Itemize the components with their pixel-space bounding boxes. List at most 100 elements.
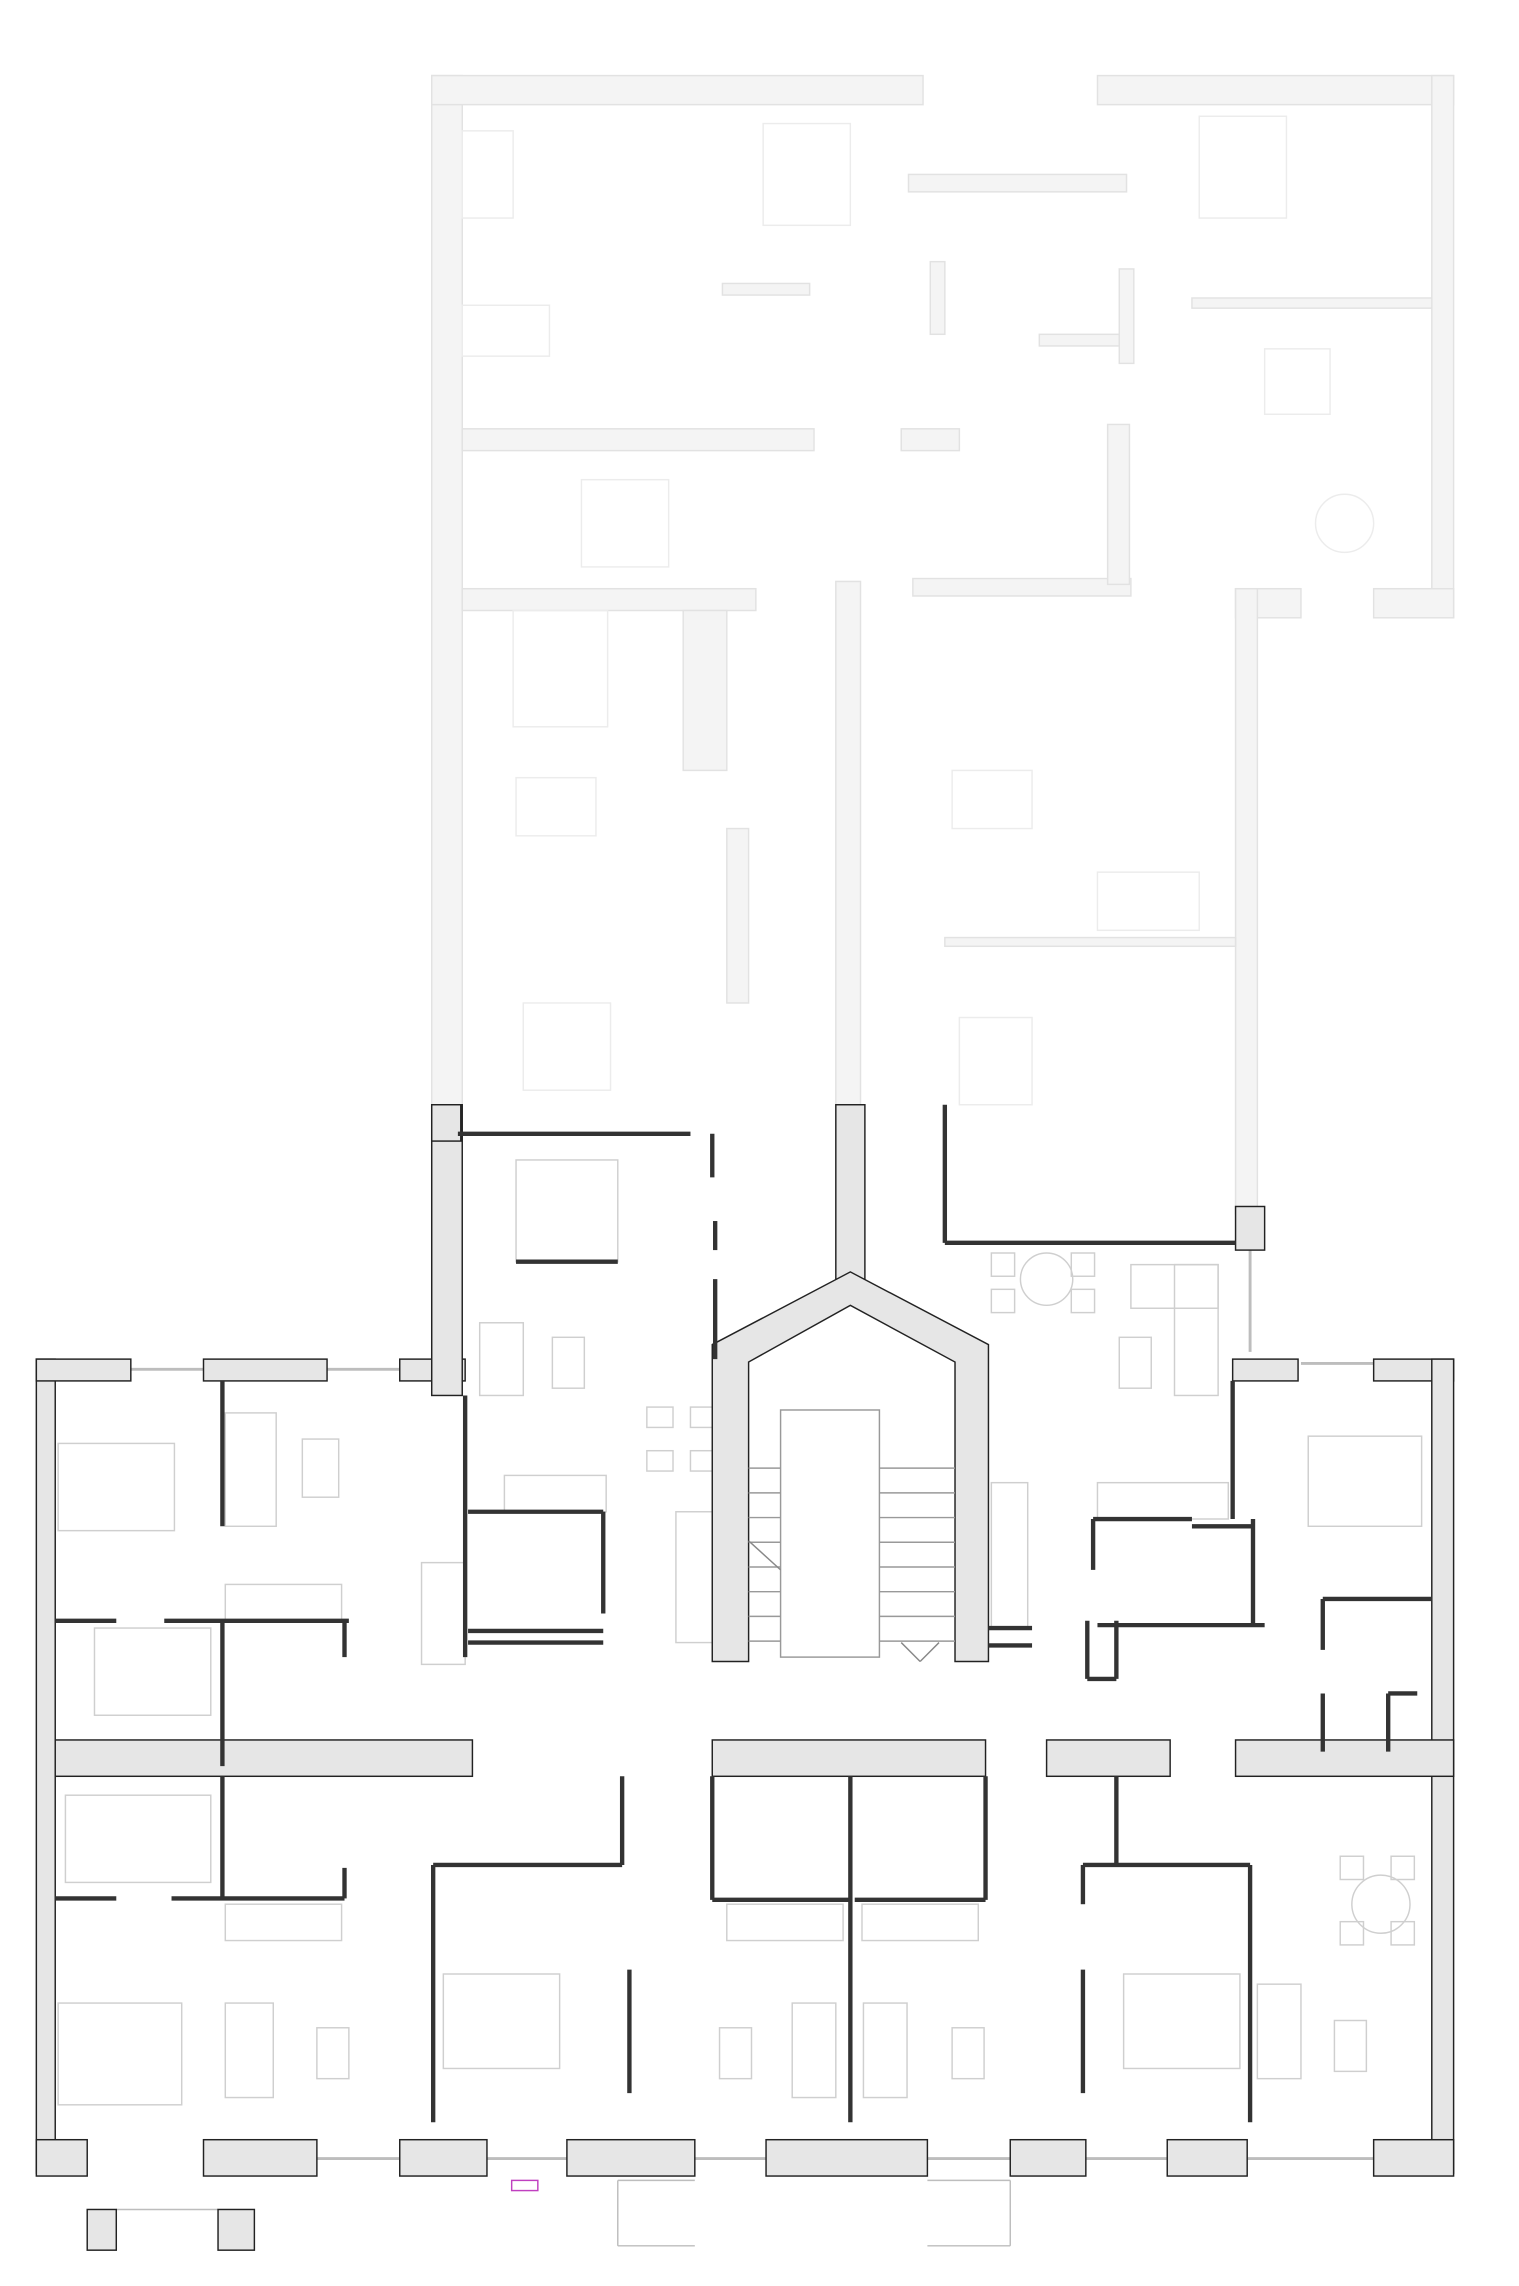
faded-wall (461, 428, 815, 452)
wall (1045, 1739, 1171, 1778)
faded-furniture (958, 1016, 1033, 1106)
bed (1307, 1435, 1423, 1528)
partition-layer (55, 1104, 1432, 2123)
chair (1339, 1855, 1365, 1881)
sofa (791, 2002, 837, 2099)
faded-wall (1191, 297, 1433, 309)
furniture-layer (57, 1148, 1423, 2247)
faded-wall (1096, 74, 1455, 106)
coffee-table (951, 2027, 985, 2080)
stair-core-wall (711, 1271, 990, 1663)
dining-table (1019, 1252, 1074, 1307)
wall (35, 1358, 132, 1382)
fixture (224, 1903, 343, 1942)
sofa (862, 2002, 908, 2099)
coffee-table (551, 1336, 586, 1389)
wall (1009, 2138, 1087, 2177)
faded-wall (1038, 333, 1120, 347)
stair-well (779, 1409, 881, 1658)
fixture (990, 1481, 1029, 1629)
wall (1231, 1358, 1299, 1382)
bed (57, 2002, 183, 2106)
faded-wall (1372, 587, 1455, 619)
bed (1122, 1973, 1241, 2070)
wall (399, 2138, 488, 2177)
fixture (675, 1511, 713, 1644)
fixture (420, 1561, 466, 1666)
chair (990, 1288, 1016, 1314)
faded-wall (1118, 268, 1135, 365)
chair (1070, 1252, 1096, 1277)
wall (430, 1104, 462, 1142)
stair-arrow (748, 1540, 782, 1571)
wall (835, 1104, 866, 1280)
faded-wall (1234, 587, 1259, 1215)
wall (430, 1104, 463, 1397)
faded-wall (430, 74, 463, 1106)
wall (202, 2138, 318, 2177)
bed (442, 1973, 561, 2070)
wall (202, 1358, 328, 1382)
wall (1234, 1205, 1266, 1251)
faded-wall (1106, 423, 1131, 586)
faded-wall (1431, 74, 1455, 619)
coffee-table (301, 1438, 340, 1498)
faded-furniture (461, 130, 514, 219)
fixture (64, 1794, 212, 1884)
faded-wall (682, 609, 728, 772)
wall (54, 1739, 474, 1778)
sofa (478, 1322, 525, 1397)
faded-furniture (580, 478, 670, 568)
wall (1166, 2138, 1248, 2177)
coffee-table (1118, 1336, 1152, 1389)
faded-furniture (1096, 871, 1200, 932)
faded-wall (912, 577, 1132, 597)
faded-furniture (515, 776, 597, 837)
fixture (93, 1627, 212, 1716)
wall (35, 1358, 56, 2174)
wall (217, 2208, 256, 2251)
fixture (646, 1406, 674, 1429)
faded-wall (461, 587, 757, 612)
staircase (748, 1409, 956, 1662)
chair (1390, 1920, 1416, 1946)
wall (765, 2138, 929, 2177)
wall (35, 2138, 88, 2177)
sofa (1256, 1983, 1302, 2080)
fixture (224, 1583, 343, 1622)
faded-furniture (522, 1002, 612, 1091)
plan-drawing (35, 74, 1455, 2251)
coffee-table (718, 2027, 753, 2080)
fixture (503, 1474, 607, 1513)
faded-wall (900, 428, 961, 452)
faded-wall (944, 936, 1237, 948)
sofa (224, 1412, 277, 1528)
dining-table (1351, 1874, 1411, 1935)
faded-wall (907, 173, 1128, 193)
upper-floor-faded-layer (430, 74, 1455, 1215)
sofa (1130, 1263, 1219, 1309)
chair (1390, 1855, 1416, 1881)
wall (711, 1739, 987, 1778)
faded-furniture (512, 609, 609, 728)
fixture (861, 1903, 979, 1942)
faded-wall (430, 74, 924, 106)
stair-arrow (900, 1642, 921, 1662)
stair-arrow (919, 1642, 940, 1662)
bed (515, 1159, 619, 1263)
faded-furniture (1198, 115, 1288, 219)
faded-furniture (951, 769, 1033, 830)
faded-furniture (762, 122, 852, 227)
faded-wall (726, 827, 750, 1004)
faded-wall (721, 282, 811, 296)
fixture (1096, 1481, 1230, 1520)
faded-wall (835, 580, 862, 1106)
wall (86, 2208, 118, 2251)
wall (566, 2138, 696, 2177)
fixture (726, 1903, 844, 1942)
wall (1372, 2138, 1455, 2177)
faded-furniture (1263, 348, 1331, 416)
faded-dining-table (1314, 493, 1375, 554)
marker-rectangle (510, 2179, 539, 2192)
